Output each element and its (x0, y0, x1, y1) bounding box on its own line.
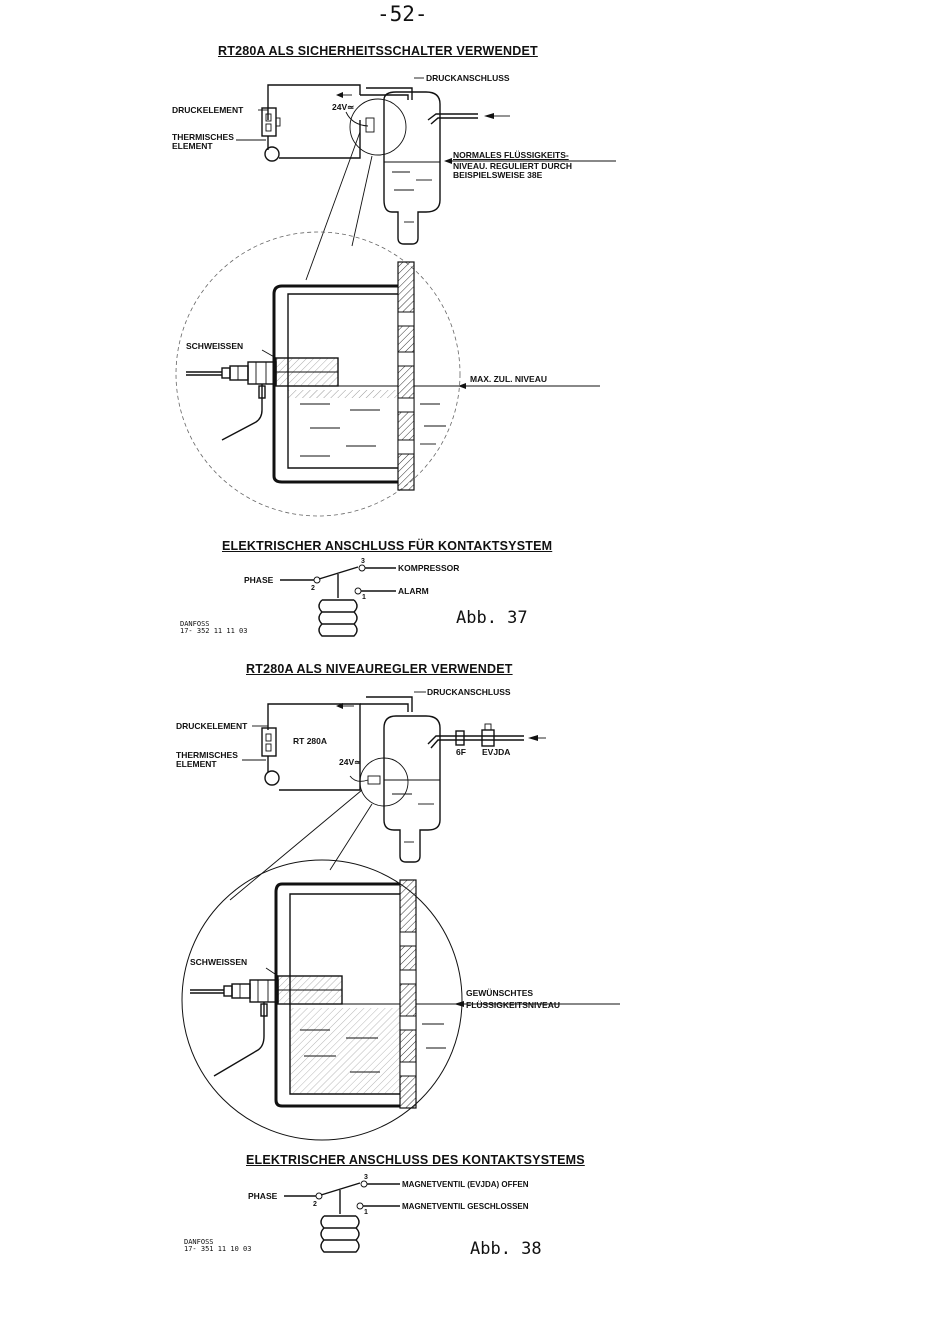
fig2-caption: Abb. 38 (470, 1239, 542, 1259)
fig1-label-niveau-3: BEISPIELSWEISE 38E (453, 170, 543, 180)
fig1-kompressor: KOMPRESSOR (398, 563, 460, 573)
fig1-label-druckanschluss: DRUCKANSCHLUSS (426, 73, 510, 83)
fig1-phase: PHASE (244, 575, 274, 585)
fig2-label-gewuenscht-1: GEWÜNSCHTES (466, 988, 534, 998)
fig1-label-voltage: 24V≃ (332, 102, 355, 112)
fig2-label-gewuenscht-2: FLÜSSIGKEITSNIVEAU (466, 1000, 560, 1010)
fig1-label-max-niveau: MAX. ZUL. NIVEAU (470, 374, 547, 384)
fig2-label-6f: 6F (456, 747, 466, 757)
fig1-danfoss: DANFOSS (180, 620, 210, 628)
fig2-label-schweissen: SCHWEISSEN (190, 957, 248, 967)
fig2-terminal-2: 2 (313, 1201, 317, 1208)
fig1-terminal-2: 2 (311, 585, 315, 592)
fig2-offen: MAGNETVENTIL (EVJDA) OFFEN (402, 1180, 529, 1189)
fig1-terminal-3: 3 (361, 558, 365, 565)
fig1-caption: Abb. 37 (456, 608, 528, 628)
fig2-label-rt280a: RT 280A (293, 736, 328, 746)
fig1-code: 17- 352 11 11 03 (180, 627, 248, 635)
fig1-alarm: ALARM (398, 586, 429, 596)
fig1-electrical (280, 564, 396, 637)
fig1-terminal-1: 1 (362, 594, 366, 601)
fig2-geschlossen: MAGNETVENTIL GESCHLOSSEN (402, 1202, 529, 1211)
fig1-label-thermisches-1: THERMISCHES (172, 132, 234, 142)
fig2-label-thermisches-2: ELEMENT (176, 759, 217, 769)
fig1-label-niveau-2: NIVEAU. REGULIERT DURCH (453, 161, 573, 171)
fig2-phase: PHASE (248, 1191, 278, 1201)
fig2-detail (181, 859, 620, 1141)
fig2-terminal-3: 3 (364, 1174, 368, 1181)
fig1-label-niveau-1: NORMALES FLÜSSIGKEITS- (453, 150, 569, 160)
fig1-title: RT280A ALS SICHERHEITSSCHALTER VERWENDET (218, 44, 538, 58)
fig2-label-druckelement: DRUCKELEMENT (176, 721, 248, 731)
fig2-danfoss: DANFOSS (184, 1238, 214, 1246)
fig1-label-schweissen: SCHWEISSEN (186, 341, 244, 351)
page-number: -52- (377, 2, 428, 26)
fig2-label-thermisches-1: THERMISCHES (176, 750, 238, 760)
fig1-elec-title: ELEKTRISCHER ANSCHLUSS FÜR KONTAKTSYSTEM (222, 539, 553, 553)
fig2-code: 17- 351 11 10 03 (184, 1245, 252, 1253)
fig2-elec-title: ELEKTRISCHER ANSCHLUSS DES KONTAKTSYSTEM… (246, 1153, 585, 1167)
fig2-label-voltage: 24V≃ (339, 757, 362, 767)
fig1-label-thermisches-2: ELEMENT (172, 141, 213, 151)
fig2-electrical (284, 1180, 400, 1253)
fig2-label-evjda: EVJDA (482, 747, 511, 757)
fig1-schematic (236, 77, 616, 281)
fig1-label-druckelement: DRUCKELEMENT (172, 105, 244, 115)
fig2-label-druckanschluss: DRUCKANSCHLUSS (427, 687, 511, 697)
fig1-detail (175, 231, 600, 517)
fig2-terminal-1: 1 (364, 1209, 368, 1216)
fig2-title: RT280A ALS NIVEAUREGLER VERWENDET (246, 662, 513, 676)
fig2-schematic (229, 691, 546, 901)
